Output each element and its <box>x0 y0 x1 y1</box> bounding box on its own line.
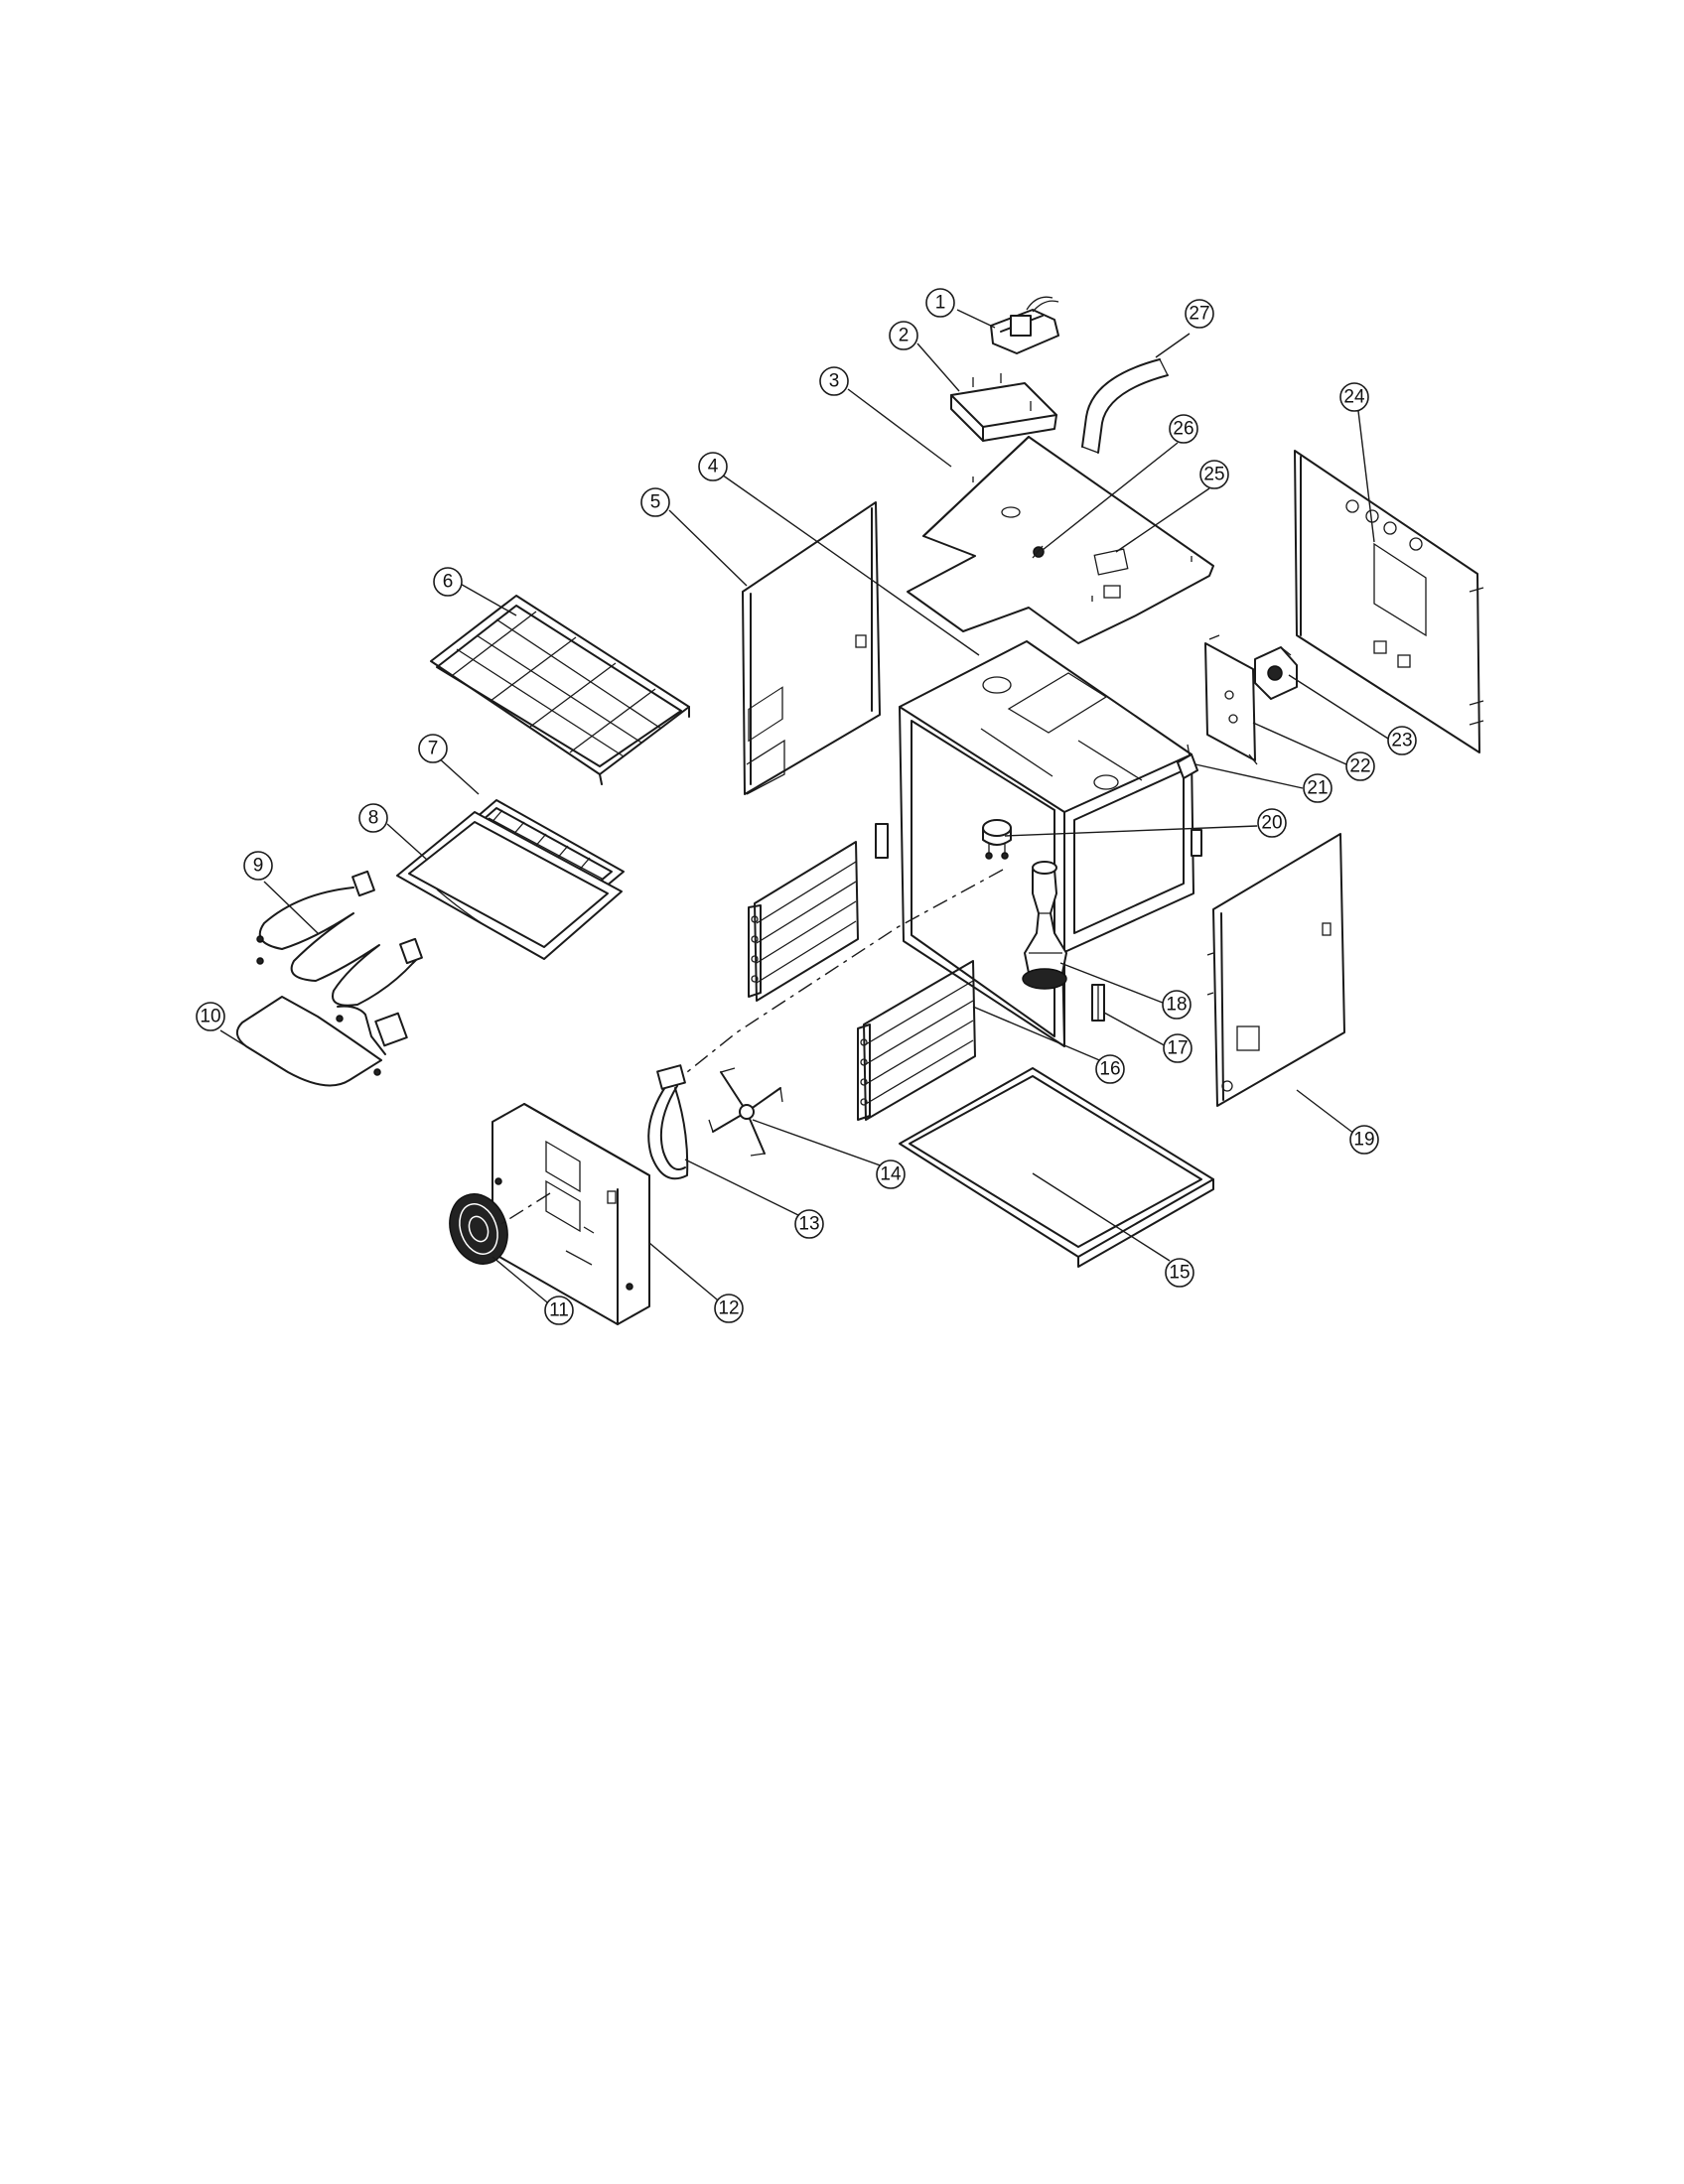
callout-7: 7 <box>418 734 448 763</box>
callout-15: 15 <box>1165 1258 1194 1288</box>
part-4-oven-cavity <box>875 640 1202 1047</box>
svg-text:26: 26 <box>1173 419 1193 440</box>
svg-text:16: 16 <box>1099 1059 1120 1080</box>
assembly-axis-fan <box>686 869 1004 1073</box>
svg-text:11: 11 <box>549 1300 569 1321</box>
callout-14: 14 <box>876 1160 906 1189</box>
svg-text:25: 25 <box>1203 465 1224 485</box>
part-24-back-panel <box>1294 450 1484 753</box>
svg-text:6: 6 <box>443 572 454 593</box>
part-6-oven-rack <box>430 595 690 785</box>
part-27-hose <box>1081 358 1169 454</box>
svg-text:24: 24 <box>1343 387 1365 408</box>
part-9-bake-element <box>256 870 423 1023</box>
leader-lines <box>219 309 1389 1307</box>
part-13-convection-element <box>647 1064 689 1180</box>
svg-text:19: 19 <box>1353 1130 1374 1151</box>
svg-text:13: 13 <box>798 1214 819 1235</box>
callout-19: 19 <box>1349 1125 1379 1155</box>
svg-text:10: 10 <box>200 1007 220 1027</box>
part-rack-support-left <box>748 841 859 1002</box>
part-18-fan-motor <box>1022 861 1067 990</box>
callout-2: 2 <box>889 321 918 350</box>
callout-24: 24 <box>1339 382 1369 412</box>
part-2-bracket-plate <box>950 373 1057 442</box>
part-1-control-valve <box>990 296 1059 354</box>
part-11-fan-grille <box>449 1193 508 1265</box>
callout-18: 18 <box>1162 990 1192 1020</box>
callout-8: 8 <box>358 803 388 833</box>
callout-9: 9 <box>243 851 273 881</box>
callout-5: 5 <box>640 487 670 517</box>
part-23-cooling-fan <box>1254 646 1298 700</box>
callout-22: 22 <box>1345 751 1375 781</box>
callout-21: 21 <box>1303 773 1333 803</box>
part-16-rack-support <box>857 960 976 1121</box>
svg-text:2: 2 <box>899 326 910 346</box>
part-10-broil-element <box>235 996 408 1087</box>
svg-text:8: 8 <box>368 808 379 829</box>
svg-text:27: 27 <box>1189 304 1209 325</box>
svg-text:17: 17 <box>1167 1038 1188 1059</box>
callout-20: 20 <box>1257 808 1287 838</box>
callout-10: 10 <box>196 1002 225 1031</box>
svg-text:5: 5 <box>650 492 661 513</box>
part-20-oven-light <box>982 819 1012 860</box>
svg-text:12: 12 <box>718 1298 739 1319</box>
svg-text:15: 15 <box>1169 1263 1190 1284</box>
part-3-top-panel <box>907 436 1214 644</box>
callout-11: 11 <box>544 1296 574 1325</box>
callout-3: 3 <box>819 366 849 396</box>
part-15-bottom-tray <box>899 1067 1214 1268</box>
callout-26: 26 <box>1169 414 1198 444</box>
svg-text:4: 4 <box>708 457 719 478</box>
svg-text:20: 20 <box>1261 813 1282 834</box>
part-8-broil-pan <box>396 811 623 960</box>
svg-text:21: 21 <box>1307 778 1328 799</box>
svg-text:18: 18 <box>1166 995 1187 1016</box>
svg-text:1: 1 <box>935 293 946 314</box>
callout-6: 6 <box>433 567 463 597</box>
part-21-terminal-block <box>1177 744 1198 779</box>
svg-text:22: 22 <box>1349 756 1370 777</box>
assembly-axis-grille <box>495 1192 551 1228</box>
svg-text:23: 23 <box>1391 731 1412 751</box>
callout-17: 17 <box>1163 1033 1193 1063</box>
callout-13: 13 <box>794 1209 824 1239</box>
part-22-mounting-plate <box>1204 634 1258 765</box>
part-19-side-panel <box>1206 833 1345 1107</box>
callout-23: 23 <box>1387 726 1417 755</box>
part-14-fan-blade <box>708 1067 783 1157</box>
callout-25: 25 <box>1199 460 1229 489</box>
callout-1: 1 <box>925 288 955 318</box>
callout-16: 16 <box>1095 1054 1125 1084</box>
part-12-rear-cover <box>491 1103 650 1325</box>
callout-12: 12 <box>714 1294 744 1323</box>
svg-text:9: 9 <box>253 856 264 877</box>
callout-27: 27 <box>1185 299 1214 329</box>
part-5-side-panel <box>742 501 881 795</box>
part-17-support-clip <box>1091 984 1105 1022</box>
callout-4: 4 <box>698 452 728 481</box>
svg-text:3: 3 <box>829 371 840 392</box>
svg-text:14: 14 <box>880 1164 902 1185</box>
svg-text:7: 7 <box>428 739 439 759</box>
